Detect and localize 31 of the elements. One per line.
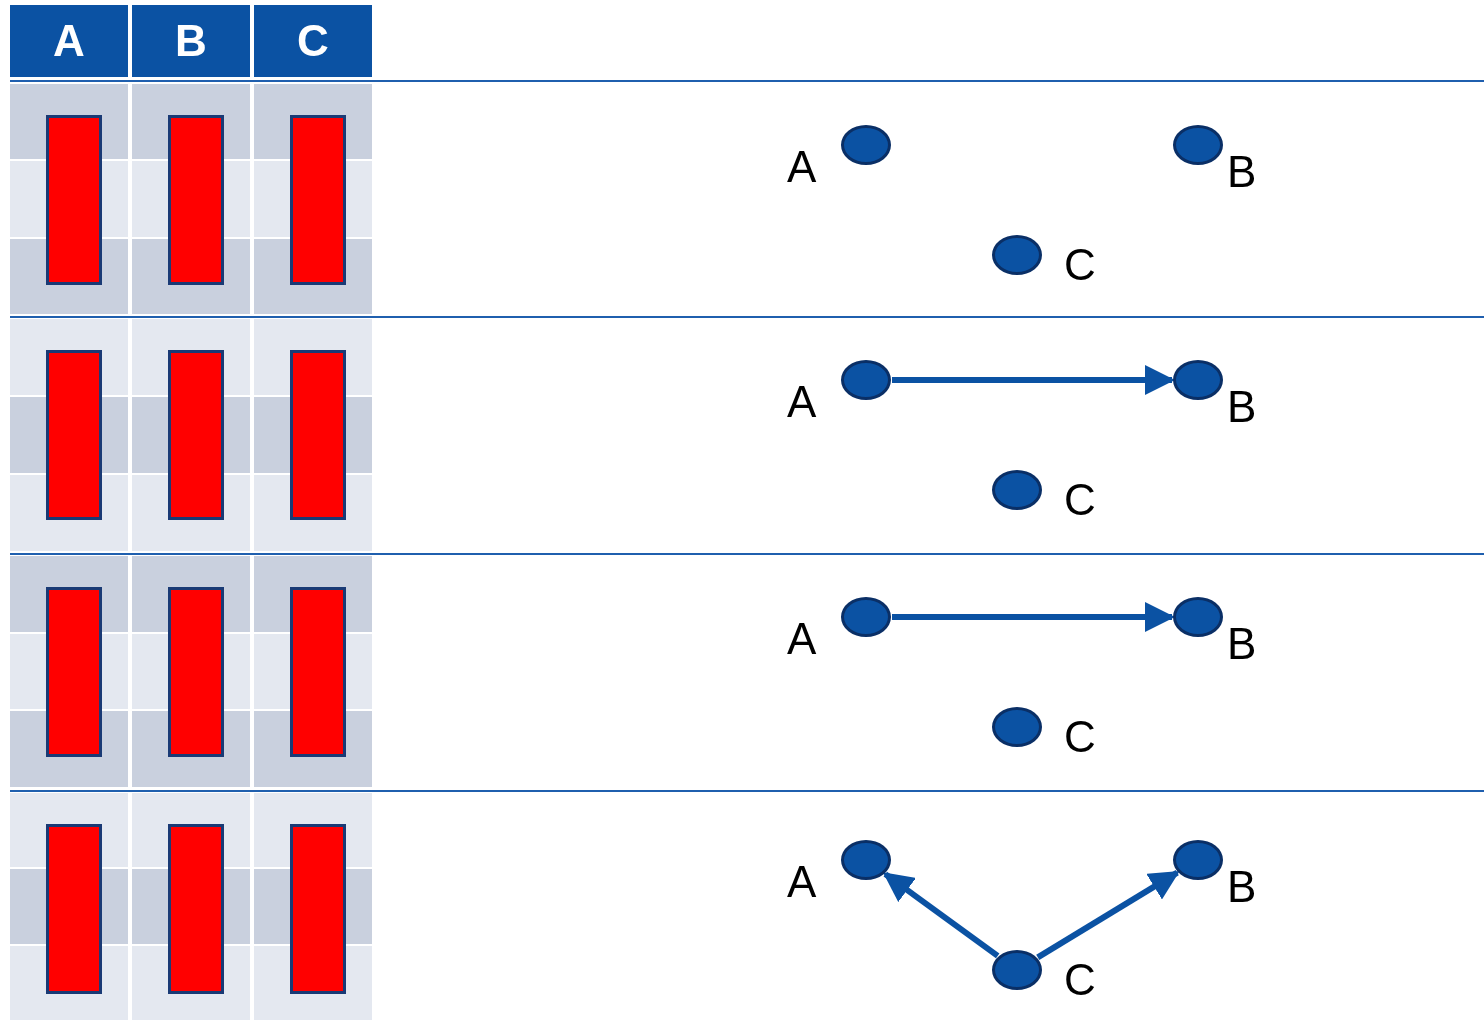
node-label: A <box>787 617 817 661</box>
column-bar <box>46 115 102 285</box>
node-label: B <box>1227 385 1257 429</box>
arrow <box>1036 870 1180 960</box>
column-bar <box>46 350 102 520</box>
node-label: B <box>1227 150 1257 194</box>
node-label: B <box>1227 622 1257 666</box>
arrow <box>882 871 1000 959</box>
column-bar <box>168 115 224 285</box>
node-label: C <box>1064 243 1096 287</box>
node-label: A <box>787 145 817 189</box>
column-bar <box>168 350 224 520</box>
node-label: C <box>1064 715 1096 759</box>
column-bar <box>290 824 346 994</box>
node-label: A <box>787 380 817 424</box>
column-header: A <box>10 5 128 77</box>
column-bar <box>290 587 346 757</box>
node-label: C <box>1064 958 1096 1002</box>
column-bar <box>168 587 224 757</box>
column-bar <box>46 587 102 757</box>
column-bar <box>290 350 346 520</box>
column-bar <box>290 115 346 285</box>
column-header: C <box>254 5 372 77</box>
node-label: B <box>1227 865 1257 909</box>
node-label: C <box>1064 478 1096 522</box>
arrow <box>892 365 1175 395</box>
node-label: A <box>787 860 817 904</box>
column-bar <box>168 824 224 994</box>
column-header: B <box>132 5 250 77</box>
arrow <box>892 602 1175 632</box>
column-bar <box>46 824 102 994</box>
